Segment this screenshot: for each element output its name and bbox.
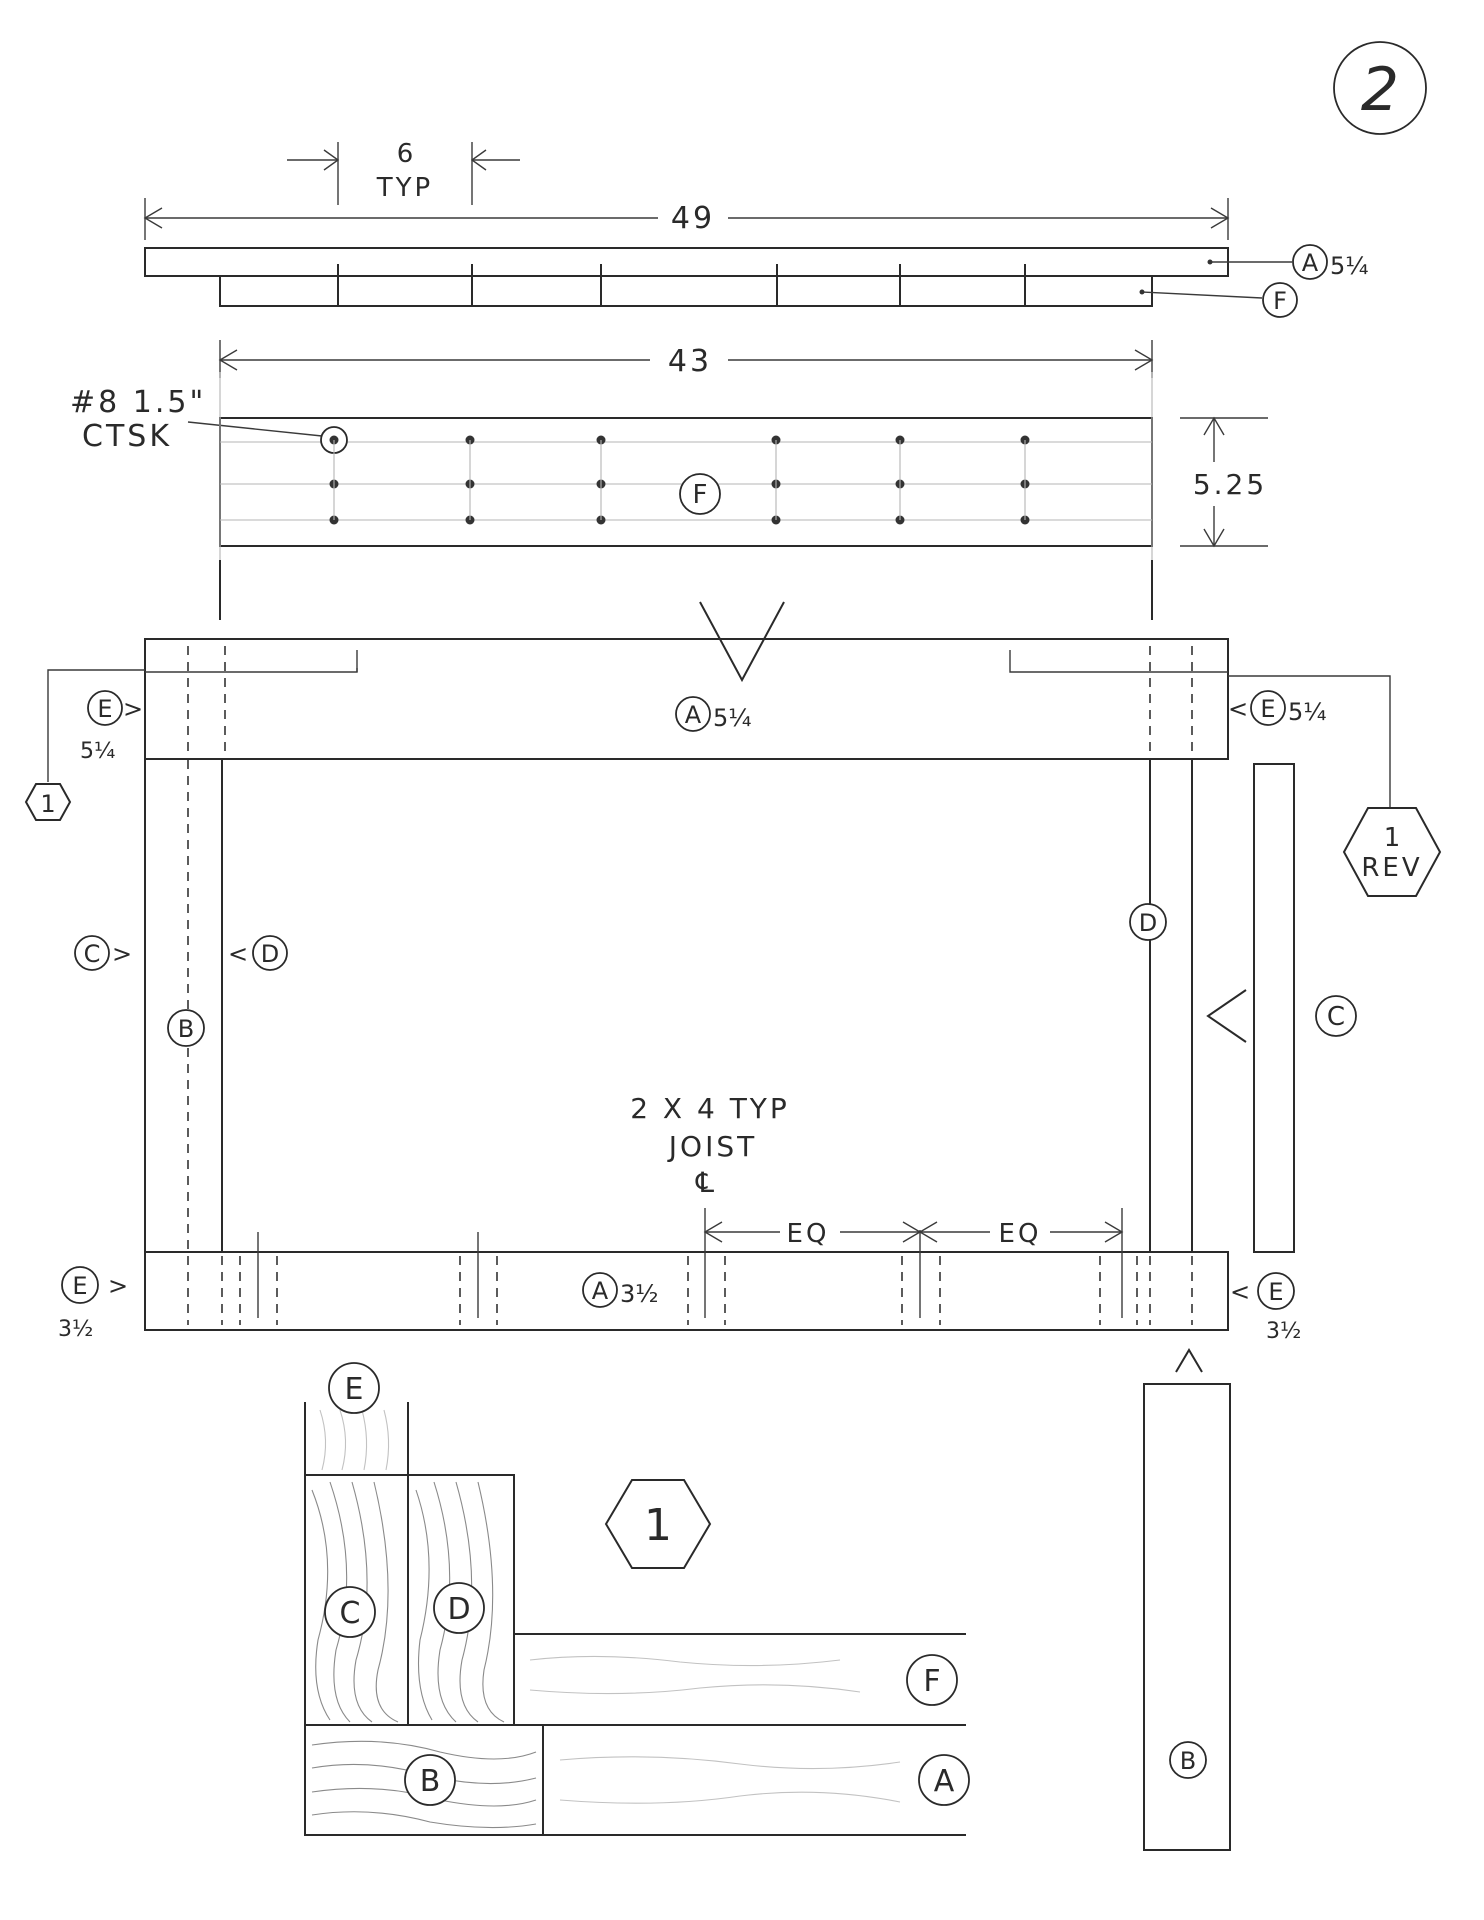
part-label-f-top (1262, 282, 1298, 318)
screw-note-size: #8 1.5" (70, 385, 206, 420)
board-a-elevation (144, 247, 1229, 277)
part-label-e-upper-right (1250, 690, 1286, 726)
part-label-e-lower-left (61, 1266, 99, 1304)
svg-text:C: C (1327, 1002, 1345, 1032)
svg-text:E: E (1268, 1278, 1283, 1306)
view-arrow-up (1175, 1348, 1203, 1373)
part-label-b-left (167, 1009, 205, 1047)
svg-text:C: C (340, 1596, 361, 1631)
centerline-symbol: ℄ (695, 1166, 714, 1199)
part-label-a-upper (675, 696, 711, 732)
board-c-side-view: C (1206, 763, 1357, 1253)
part-label-c-side (1315, 995, 1357, 1037)
view-arrow-left (1206, 989, 1247, 1043)
svg-text:>: > (108, 1272, 128, 1300)
svg-text:F: F (923, 1664, 940, 1699)
svg-text:F: F (693, 480, 708, 510)
part-label-f-plan (679, 473, 721, 515)
part-label-d-right (1129, 903, 1167, 941)
svg-text:E: E (72, 1272, 87, 1300)
part-label-a-top (1292, 244, 1328, 280)
svg-text:<: < (228, 940, 248, 968)
size-label-e-upper-right: 5¼ (1288, 698, 1327, 726)
board-f-elevation (219, 275, 1153, 307)
svg-text:A: A (685, 701, 702, 729)
svg-text:<: < (1228, 695, 1248, 723)
part-label-e-lower-right (1257, 1272, 1295, 1310)
svg-text:E: E (97, 695, 112, 723)
svg-text:>: > (112, 940, 132, 968)
size-label-e-lower-left: 3½ (58, 1317, 93, 1342)
overall-length-dimension: 49 (671, 201, 715, 236)
frame-plan-view: A 5¼ E > 5¼ < E 5¼ C > < D B D E > 3½ A … (58, 638, 1327, 1344)
top-elevation-view: 6 TYP 49 A 5¼ F (143, 139, 1369, 318)
part-label-c-left (74, 935, 110, 971)
svg-text:A: A (934, 1764, 955, 1799)
svg-text:A: A (1302, 249, 1319, 277)
detail-tag-hexagon (604, 1479, 712, 1569)
inner-length-dimension: 43 (218, 340, 1154, 379)
joist-note-type: JOIST (667, 1130, 757, 1163)
size-label-a-top: 5¼ (1330, 252, 1369, 280)
svg-text:E: E (1260, 695, 1275, 723)
size-label-e-lower-right: 3½ (1266, 1319, 1301, 1344)
board-b-end-view: B (1143, 1348, 1231, 1851)
spacing-dimension-note: TYP (376, 173, 433, 203)
revision-tag-number: 1 (1384, 823, 1401, 853)
eq-right-dimension: EQ (999, 1219, 1042, 1249)
sheet-number-badge: 2 (1333, 41, 1427, 135)
svg-text:1: 1 (40, 790, 55, 818)
svg-text:D: D (447, 1592, 470, 1627)
svg-text:A: A (592, 1277, 609, 1305)
joist-note-size: 2 X 4 TYP (630, 1092, 790, 1125)
detail-label-a (918, 1754, 970, 1806)
svg-text:43: 43 (668, 344, 712, 379)
eq-left-dimension: EQ (787, 1219, 830, 1249)
board-a-bottom-plan (144, 1251, 1229, 1331)
svg-text:C: C (84, 940, 101, 968)
svg-text:<: < (1230, 1278, 1250, 1306)
detail-1-section: E C D F (304, 1362, 970, 1836)
part-label-b-end (1169, 1741, 1207, 1779)
detail-callout-left: 1 (24, 668, 358, 821)
size-label-a-lower: 3½ (620, 1280, 659, 1308)
board-width-dimension: 5.25 (1193, 468, 1267, 501)
part-label-d-left (252, 935, 288, 971)
svg-text:B: B (420, 1764, 441, 1799)
sheet-number: 2 (1361, 55, 1399, 125)
svg-text:D: D (261, 940, 279, 968)
detail-callout-revision: 1 REV (1228, 675, 1442, 897)
svg-text:B: B (1180, 1747, 1196, 1775)
board-f-plan-view: #8 1.5" CTSK F 5.25 (70, 372, 1268, 560)
detail-label-f (906, 1654, 958, 1706)
sheet-number-circle (1333, 41, 1427, 135)
revision-tag-label: REV (1361, 853, 1422, 883)
detail-label-e (328, 1362, 380, 1414)
screw-holes (329, 435, 1030, 525)
view-arrow-down (699, 601, 785, 683)
svg-text:F: F (1273, 287, 1287, 315)
svg-text:E: E (345, 1372, 364, 1407)
board-a-top-plan (144, 638, 1229, 760)
part-label-e-upper-left (87, 690, 123, 726)
spacing-dimension-value: 6 (397, 139, 414, 169)
detail-tag-number: 1 (644, 1500, 672, 1551)
detail-label-b (404, 1754, 456, 1806)
svg-text:>: > (123, 695, 143, 723)
svg-text:D: D (1139, 909, 1157, 937)
size-label-e-upper-left: 5¼ (80, 739, 115, 764)
screw-note-type: CTSK (82, 419, 172, 454)
part-label-a-lower (582, 1272, 618, 1308)
detail-label-d (433, 1582, 485, 1634)
detail-label-c (324, 1586, 376, 1638)
svg-text:B: B (178, 1015, 194, 1043)
size-label-a-upper: 5¼ (713, 704, 752, 732)
